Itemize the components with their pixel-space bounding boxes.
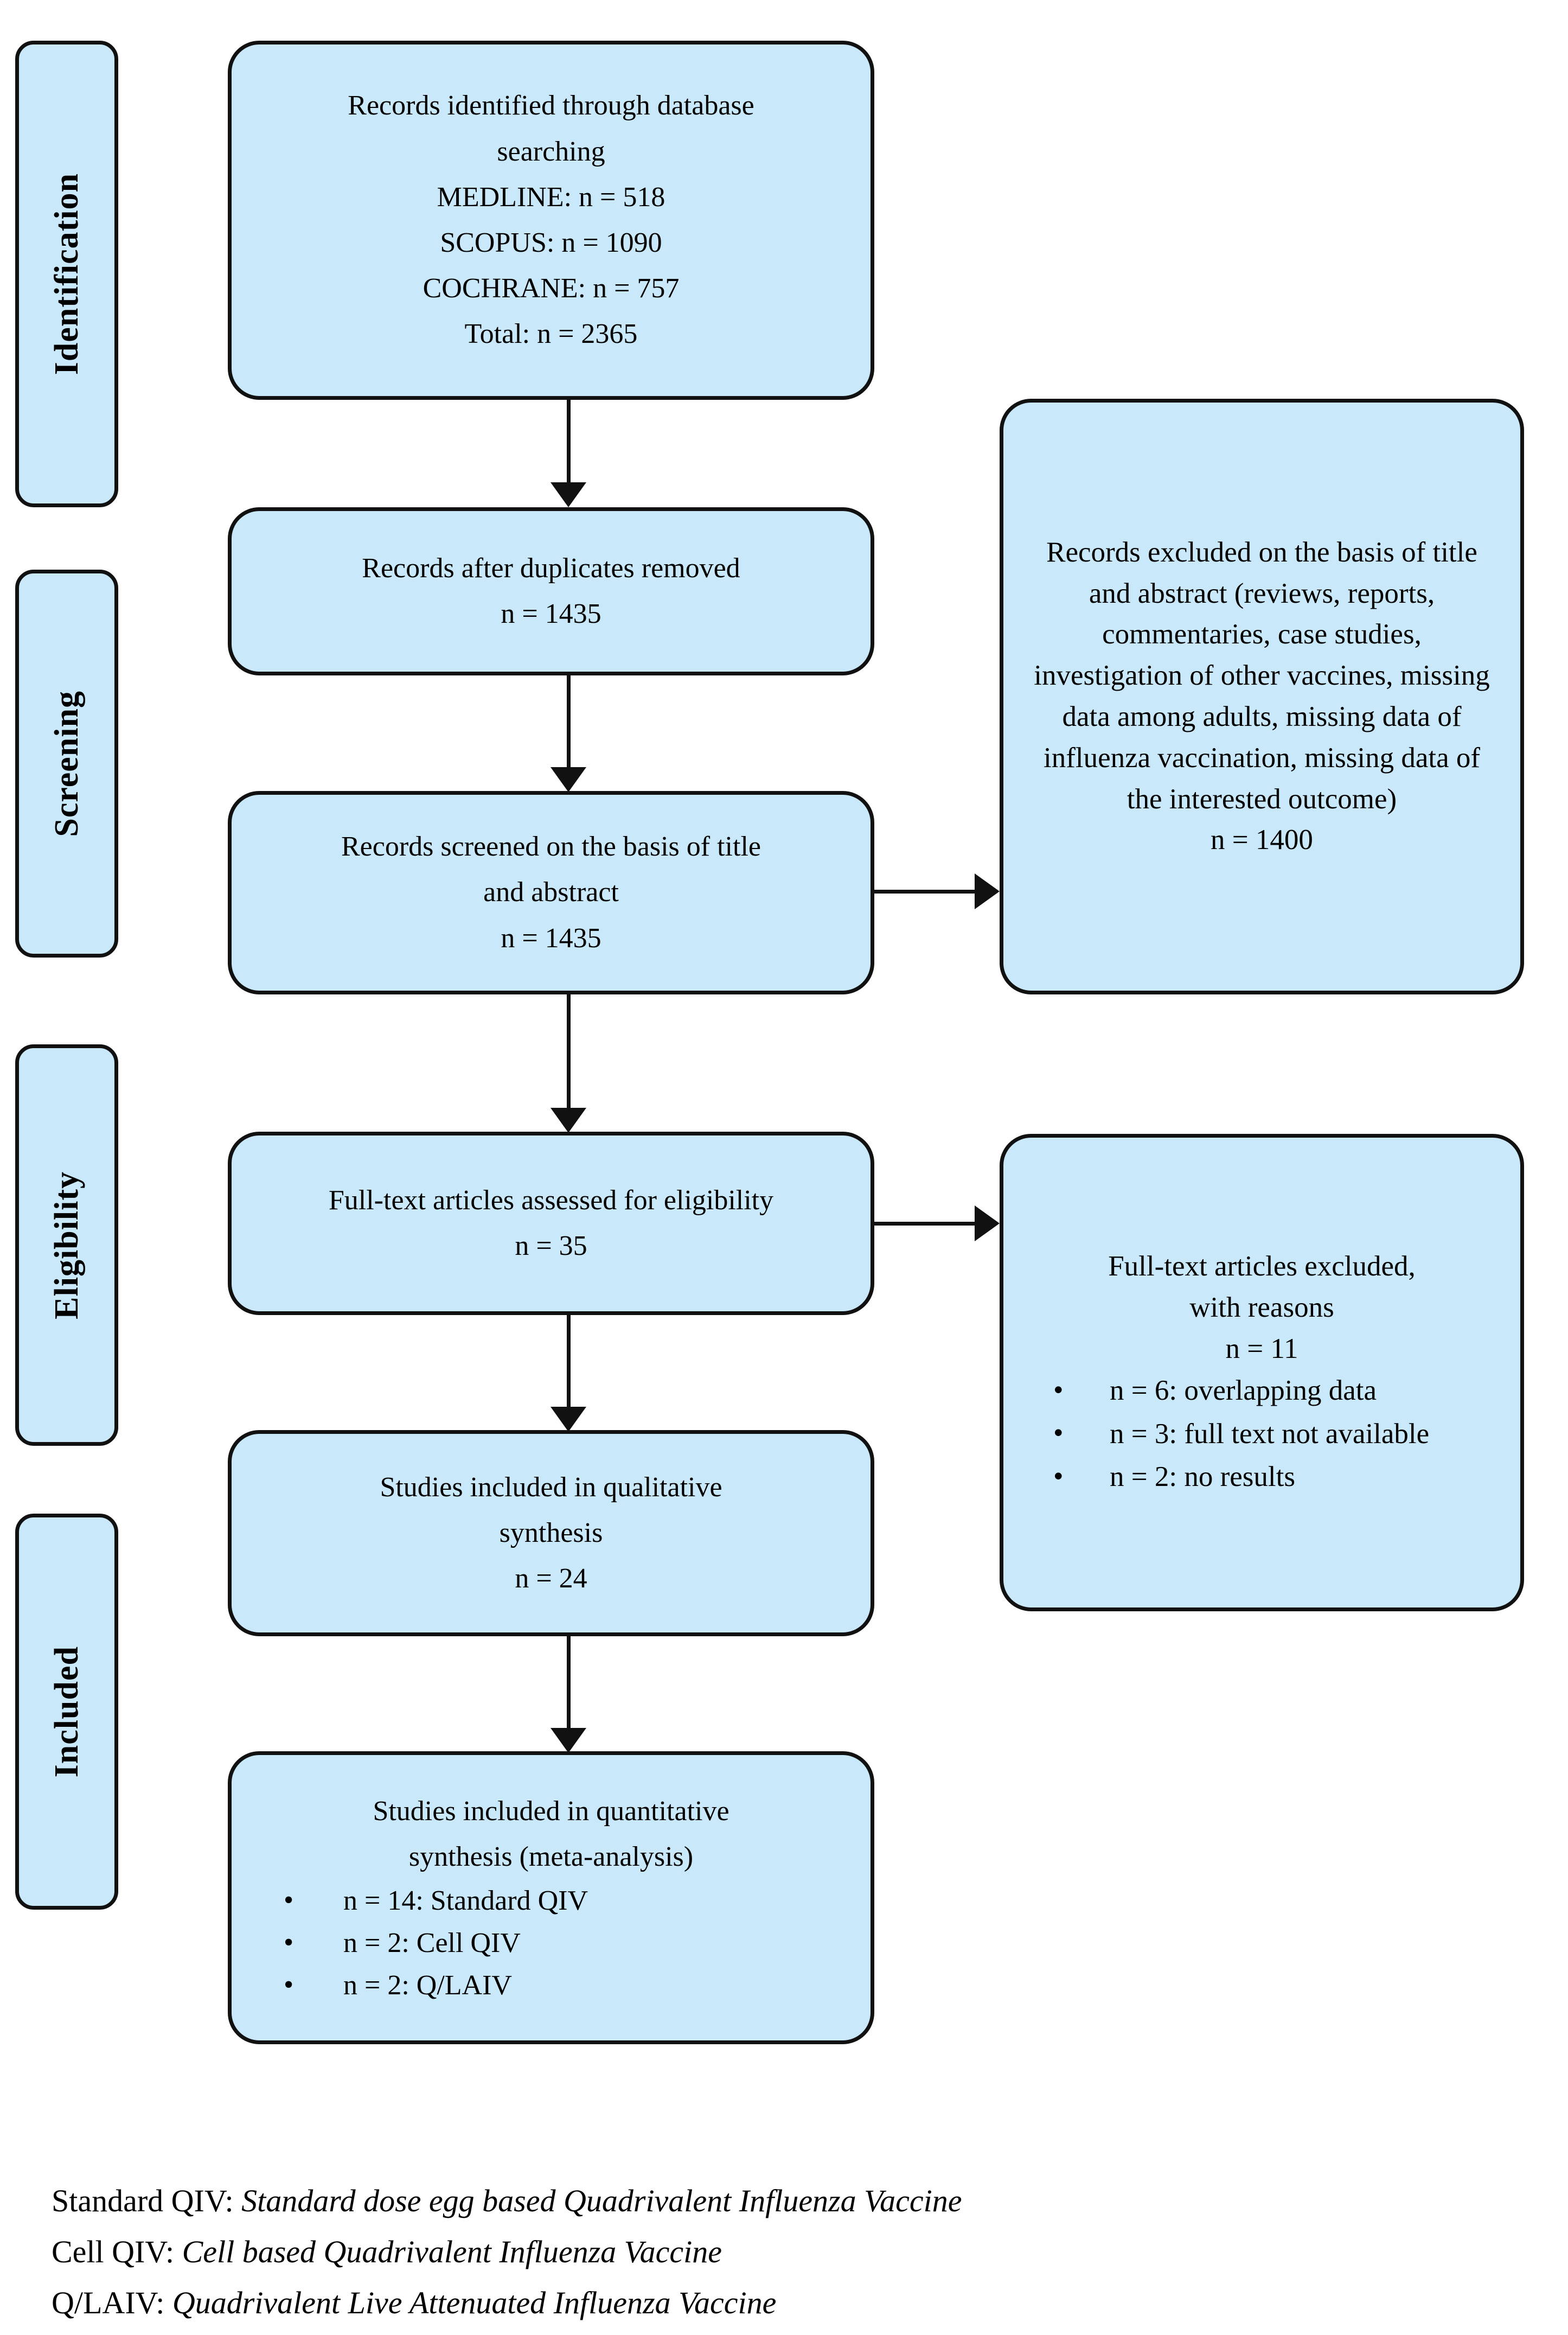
stage-label-eligibility-text: Eligibility bbox=[48, 1171, 85, 1319]
connector-duplicates-to-screened bbox=[567, 675, 571, 770]
arrow-fulltext-to-excluded bbox=[975, 1205, 1000, 1241]
quantitative-line-1: Studies included in quantitative bbox=[373, 1795, 729, 1827]
list-item: n = 6: overlapping data bbox=[1003, 1369, 1520, 1413]
records-identified-line-3: MEDLINE: n = 518 bbox=[437, 181, 665, 213]
stage-label-included-text: Included bbox=[48, 1645, 85, 1778]
box-records-after-duplicates: Records after duplicates removed n = 143… bbox=[228, 507, 874, 675]
after-duplicates-line-2: n = 1435 bbox=[501, 598, 601, 629]
records-excluded-text: Records excluded on the basis of title a… bbox=[1034, 536, 1490, 815]
connector-fulltext-to-qualitative bbox=[567, 1315, 571, 1410]
quantitative-bullet-list: n = 14: Standard QIV n = 2: Cell QIV n =… bbox=[232, 1879, 871, 2007]
connector-screened-to-excluded bbox=[874, 890, 977, 894]
stage-label-screening: Screening bbox=[15, 570, 118, 958]
fulltext-excluded-line-2: with reasons bbox=[1189, 1291, 1334, 1323]
legend-definition: Cell based Quadrivalent Influenza Vaccin… bbox=[182, 2234, 722, 2269]
records-identified-line-1: Records identified through database bbox=[348, 90, 754, 122]
stage-label-screening-text: Screening bbox=[48, 690, 85, 837]
records-identified-line-5: COCHRANE: n = 757 bbox=[423, 273, 680, 304]
fulltext-excluded-line-1: Full-text articles excluded, bbox=[1108, 1251, 1416, 1283]
arrow-qualitative-to-quantitative bbox=[551, 1728, 586, 1753]
legend-definition: Standard dose egg based Quadrivalent Inf… bbox=[241, 2183, 962, 2218]
arrow-screened-to-fulltext bbox=[551, 1108, 586, 1133]
box-records-screened: Records screened on the basis of title a… bbox=[228, 791, 874, 994]
fulltext-excluded-bullet-list: n = 6: overlapping data n = 3: full text… bbox=[1003, 1369, 1520, 1499]
stage-label-eligibility: Eligibility bbox=[15, 1044, 118, 1446]
box-fulltext-assessed: Full-text articles assessed for eligibil… bbox=[228, 1132, 874, 1315]
legend-definition: Quadrivalent Live Attenuated Influenza V… bbox=[172, 2285, 777, 2320]
list-item: n = 2: Q/LAIV bbox=[232, 1964, 871, 2007]
records-identified-line-4: SCOPUS: n = 1090 bbox=[440, 227, 662, 258]
records-excluded-count: n = 1400 bbox=[1211, 824, 1313, 856]
legend-row-cell-qiv: Cell QIV: Cell based Quadrivalent Influe… bbox=[52, 2226, 1462, 2277]
list-item: n = 2: no results bbox=[1003, 1455, 1520, 1499]
arrow-identified-to-duplicates bbox=[551, 482, 586, 507]
box-records-identified: Records identified through database sear… bbox=[228, 41, 874, 400]
legend-row-standard-qiv: Standard QIV: Standard dose egg based Qu… bbox=[52, 2175, 1462, 2226]
list-item: n = 3: full text not available bbox=[1003, 1412, 1520, 1456]
box-qualitative-synthesis: Studies included in qualitative synthesi… bbox=[228, 1430, 874, 1636]
connector-identified-to-duplicates bbox=[567, 400, 571, 486]
abbreviation-legend: Standard QIV: Standard dose egg based Qu… bbox=[52, 2175, 1462, 2328]
legend-row-qlaiv: Q/LAIV: Quadrivalent Live Attenuated Inf… bbox=[52, 2277, 1462, 2328]
legend-term: Cell QIV: bbox=[52, 2234, 182, 2269]
records-screened-line-3: n = 1435 bbox=[501, 922, 601, 954]
connector-fulltext-to-excluded bbox=[874, 1222, 977, 1226]
after-duplicates-line-1: Records after duplicates removed bbox=[362, 552, 740, 584]
connector-qualitative-to-quantitative bbox=[567, 1636, 571, 1731]
stage-label-included: Included bbox=[15, 1514, 118, 1910]
arrow-duplicates-to-screened bbox=[551, 767, 586, 792]
box-fulltext-excluded: Full-text articles excluded, with reason… bbox=[1000, 1134, 1524, 1611]
box-quantitative-synthesis: Studies included in quantitative synthes… bbox=[228, 1751, 874, 2044]
records-screened-line-2: and abstract bbox=[483, 877, 619, 908]
connector-screened-to-fulltext bbox=[567, 994, 571, 1111]
quantitative-line-2: synthesis (meta-analysis) bbox=[408, 1841, 694, 1872]
records-screened-line-1: Records screened on the basis of title bbox=[341, 831, 761, 863]
qualitative-line-1: Studies included in qualitative bbox=[380, 1471, 722, 1503]
arrow-fulltext-to-qualitative bbox=[551, 1407, 586, 1432]
box-records-excluded: Records excluded on the basis of title a… bbox=[1000, 399, 1524, 994]
arrow-screened-to-excluded bbox=[975, 873, 1000, 909]
fulltext-excluded-line-3: n = 11 bbox=[1225, 1332, 1298, 1364]
stage-label-identification-text: Identification bbox=[48, 173, 85, 375]
qualitative-line-2: synthesis bbox=[499, 1517, 603, 1548]
legend-term: Q/LAIV: bbox=[52, 2285, 172, 2320]
list-item: n = 14: Standard QIV bbox=[232, 1879, 871, 1922]
records-identified-line-2: searching bbox=[497, 136, 605, 167]
list-item: n = 2: Cell QIV bbox=[232, 1922, 871, 1964]
stage-label-identification: Identification bbox=[15, 41, 118, 507]
fulltext-assessed-line-1: Full-text articles assessed for eligibil… bbox=[328, 1184, 774, 1216]
legend-term: Standard QIV: bbox=[52, 2183, 242, 2218]
qualitative-line-3: n = 24 bbox=[515, 1563, 587, 1594]
records-identified-line-6: Total: n = 2365 bbox=[464, 318, 638, 350]
fulltext-assessed-line-2: n = 35 bbox=[515, 1230, 587, 1261]
